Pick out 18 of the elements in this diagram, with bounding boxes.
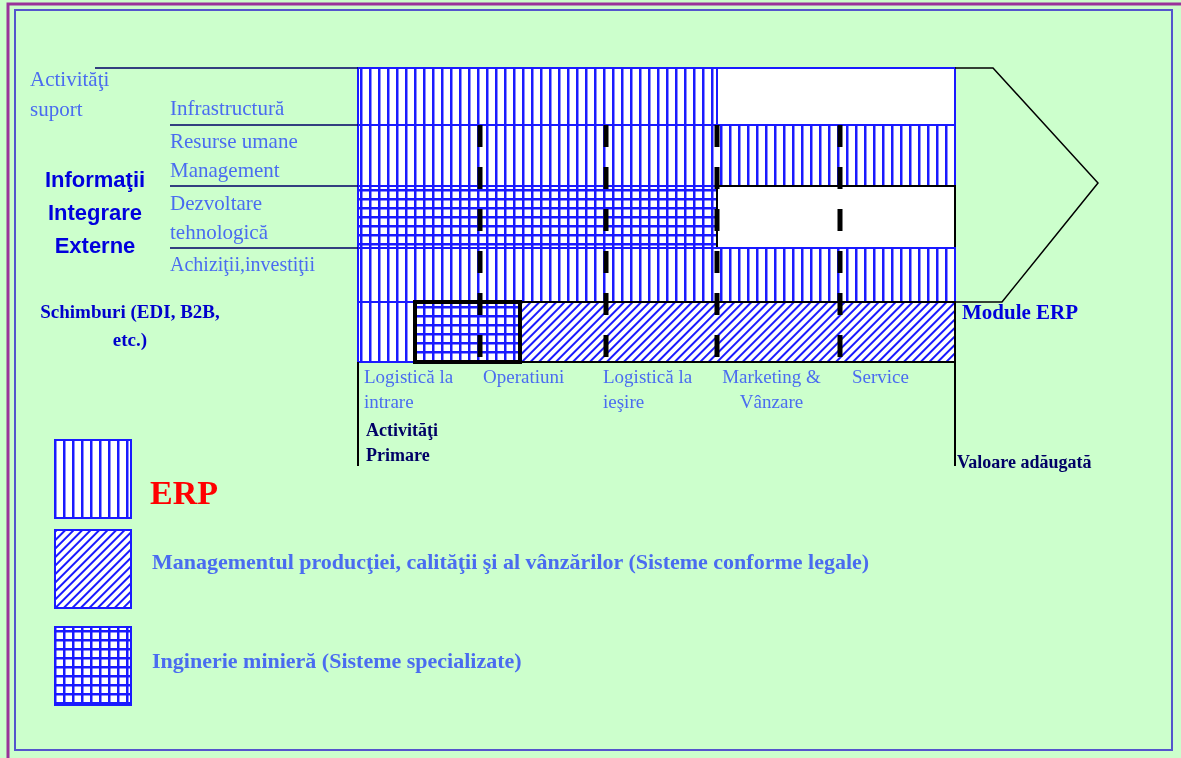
column-label: Service — [852, 365, 909, 389]
row-label: Infrastructură — [170, 95, 285, 121]
section-label: Valoare adăugată — [957, 451, 1092, 474]
section-label: Activităţi Primare — [366, 419, 439, 467]
side-label: Schimburi (EDI, B2B, etc.) — [39, 300, 221, 352]
side-label: Module ERP — [962, 299, 1079, 326]
row-label: Dezvoltare tehnologică — [170, 190, 269, 246]
row-label: Resurse umane Management — [170, 128, 299, 184]
row-label: Achiziţii,investiţii — [170, 252, 315, 277]
legend-label: Inginerie minieră (Sisteme specializate) — [152, 648, 522, 674]
legend-label: ERP — [150, 474, 218, 512]
side-label: Informaţii Integrare Externe — [43, 166, 147, 260]
section-label: Activităţi suport — [30, 66, 111, 123]
column-label: Logistică la ieşire — [603, 365, 694, 414]
legend-label: Managementul producţiei, calităţii şi al vânzărilor (Sisteme conforme legale) — [152, 549, 870, 575]
column-label: Marketing & Vânzare — [721, 365, 822, 414]
column-label: Logistică la intrare — [364, 365, 455, 414]
column-label: Operatiuni — [483, 365, 565, 389]
